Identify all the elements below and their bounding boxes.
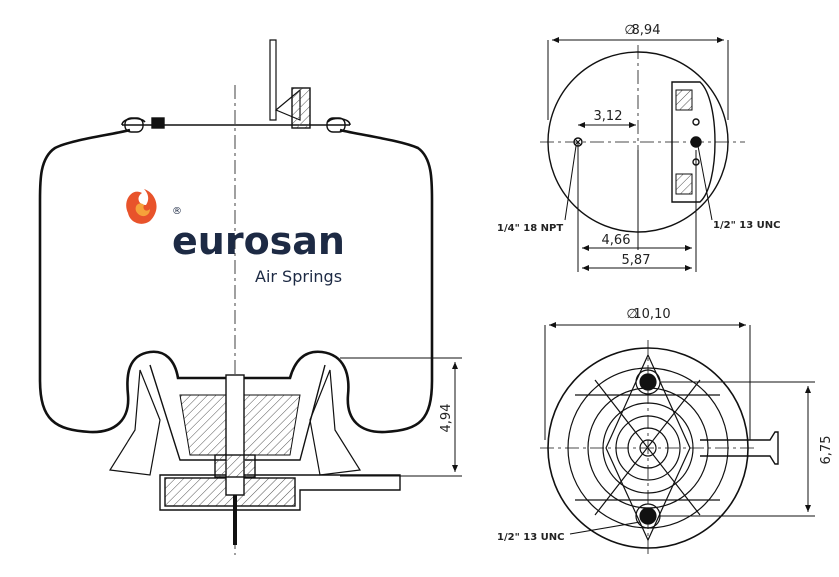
- unc-port-icon: [690, 136, 702, 148]
- top-clip: [151, 117, 165, 129]
- height-dim-text: 4,94: [439, 404, 454, 433]
- top-view-dimensions: [547, 37, 729, 272]
- top-view: [540, 45, 745, 240]
- center-nut: [214, 454, 256, 478]
- bottom-view-dimensions: [544, 322, 815, 535]
- registered-mark: ®: [172, 206, 182, 217]
- air-fitting: [700, 431, 779, 465]
- bottom-view: [540, 340, 779, 555]
- base-plate: [159, 474, 401, 511]
- offset-b-text: 4,66: [602, 233, 631, 248]
- brand-logo: ® eurosan Air Springs: [126, 189, 345, 286]
- offset-a-text: 3,12: [594, 109, 623, 124]
- top-crimp-right: [326, 117, 346, 133]
- top-diameter-symbol: ∅: [624, 23, 635, 38]
- bolt-hole-top: [639, 373, 657, 391]
- offset-c-text: 5,87: [622, 253, 651, 268]
- side-view: [38, 39, 434, 555]
- top-block: [291, 87, 311, 129]
- bolt-hole-bottom: [639, 507, 657, 525]
- bolt-spacing-text: 6,75: [819, 436, 834, 465]
- height-dimension: [340, 357, 462, 477]
- brand-name: eurosan: [172, 219, 345, 263]
- top-diameter-text: 8,94: [632, 23, 661, 38]
- top-boss: [671, 81, 716, 203]
- bottom-diameter-symbol: ∅: [626, 307, 637, 322]
- brand-tagline: Air Springs: [255, 267, 342, 286]
- piston-right-wall: [309, 369, 362, 476]
- bottom-bolt-label: 1/2" 13 UNC: [497, 532, 565, 543]
- top-small-hole-1: [692, 118, 700, 126]
- top-crimp-left: [124, 117, 144, 133]
- flame-icon: [126, 189, 157, 224]
- unc-port-label: 1/2" 13 UNC: [713, 220, 781, 231]
- bottom-diameter-text: 10,10: [633, 307, 670, 322]
- npt-port-label: 1/4" 18 NPT: [497, 223, 563, 234]
- piston-left-wall: [108, 369, 161, 476]
